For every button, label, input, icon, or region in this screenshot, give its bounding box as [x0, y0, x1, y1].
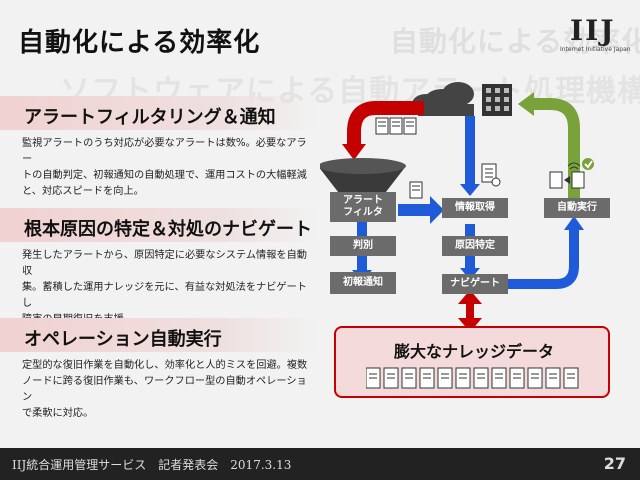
section-body: 監視アラートのうち対応が必要なアラートは数%。必要なアラー トの自動判定、初報通… [22, 136, 312, 200]
cloud-icon [412, 82, 474, 116]
section-line-1: 監視アラートのうち対応が必要なアラートは数%。必要なアラー [22, 138, 307, 165]
section-header: 根本原因の特定＆対処のナビゲート [0, 208, 318, 242]
document-lines [369, 373, 575, 379]
section-body: 定型的な復旧作業を自動化し、効率化と人的ミスを回避。複数 ノードに跨る復旧作業も… [22, 358, 312, 422]
alert-filter-label: アラート フィルタ [343, 195, 383, 218]
form-icon [481, 163, 501, 187]
cause-identification-label: 原因特定 [455, 240, 495, 251]
blue-down-arrowhead [460, 184, 480, 196]
company-logo: IIJ Internet Initiative Japan [560, 14, 631, 58]
blue-up-arrowhead [564, 216, 584, 230]
section-line-2: ノードに跨る復旧作業も、ワークフロー型の自動オペレーション [22, 376, 307, 403]
judgement-label: 判別 [353, 240, 373, 251]
page-number: 27 [603, 454, 626, 473]
page-title: 自動化による効率化 [18, 28, 261, 58]
knowledge-documents [366, 367, 579, 389]
funnel-icon [320, 158, 406, 210]
building-icon [482, 84, 512, 116]
info-collect-box: 情報取得 [442, 198, 508, 218]
footer-bar: IIJ統合運用管理サービス 記者発表会 2017.3.13 27 [0, 448, 640, 480]
section-operation-automation: オペレーション自動実行 定型的な復旧作業を自動化し、効率化と人的ミスを回避。複数… [0, 318, 318, 428]
red-flow-arrow [347, 101, 424, 146]
navigate-label: ナビゲート [450, 278, 500, 289]
document-icon-middle [409, 181, 423, 199]
blue-path-to-auto-exec [500, 228, 579, 289]
left-panel: アラートフィルタリング＆通知 監視アラートのうち対応が必要なアラートは数%。必要… [0, 96, 318, 419]
knowledge-title: 膨大なナレッジデータ [394, 342, 555, 361]
section-alert-filtering: アラートフィルタリング＆通知 監視アラートのうち対応が必要なアラートは数%。必要… [0, 96, 318, 206]
section-body: 発生したアラートから、原因特定に必要なシステム情報を自動収 集。蓄積した運用ナレ… [22, 248, 312, 328]
green-flow-arrow [534, 98, 580, 200]
section-line-2: 集。蓄積した運用ナレッジを元に、有益な対処法をナビゲートし [22, 282, 307, 309]
red-arrowhead [342, 144, 366, 160]
section-heading: オペレーション自動実行 [24, 329, 222, 350]
section-line-1: 定型的な復旧作業を自動化し、効率化と人的ミスを回避。複数 [22, 360, 308, 371]
background-watermark-title: 自動化による効率化 [390, 25, 640, 58]
initial-notice-label: 初報通知 [343, 277, 383, 288]
section-heading: 根本原因の特定＆対処のナビゲート [24, 219, 312, 240]
logo-mark-text: IIJ [570, 14, 616, 47]
section-root-cause: 根本原因の特定＆対処のナビゲート 発生したアラートから、原因特定に必要なシステム… [0, 208, 318, 325]
auto-exec-box: 自動実行 [544, 198, 610, 218]
red-up-head [458, 290, 482, 304]
section-line-1: 発生したアラートから、原因特定に必要なシステム情報を自動収 [22, 250, 307, 277]
judgement-box: 判別 [330, 236, 396, 256]
section-line-3: と、対応スピードを向上。 [22, 186, 144, 197]
red-down-head [458, 318, 482, 332]
section-header: アラートフィルタリング＆通知 [0, 96, 318, 130]
section-line-3: で柔軟に対応。 [22, 408, 94, 419]
document-icon-row [366, 367, 579, 389]
automation-device-icons [549, 158, 594, 189]
footer-event: IIJ統合運用管理サービス 記者発表会 2017.3.13 [12, 458, 292, 472]
initial-notice-box: 初報通知 [330, 272, 396, 294]
navigate-box: ナビゲート [442, 274, 508, 294]
logo-mark: IIJ [570, 14, 615, 47]
document-icons-top [375, 117, 417, 135]
section-line-2: トの自動判定、初報通知の自動処理で、運用コストの大幅軽減 [22, 170, 307, 181]
section-header: オペレーション自動実行 [0, 318, 318, 352]
section-heading: アラートフィルタリング＆通知 [24, 107, 276, 128]
alert-filter-box: アラート フィルタ [330, 192, 396, 222]
logo-tagline: Internet Initiative Japan [560, 46, 631, 53]
green-arrowhead [518, 92, 534, 116]
blue-arrow-right [398, 196, 444, 224]
info-collect-label: 情報取得 [455, 202, 495, 213]
cause-identification-box: 原因特定 [442, 236, 508, 256]
auto-exec-label: 自動実行 [557, 202, 597, 213]
knowledge-data-panel: 膨大なナレッジデータ [334, 326, 610, 398]
